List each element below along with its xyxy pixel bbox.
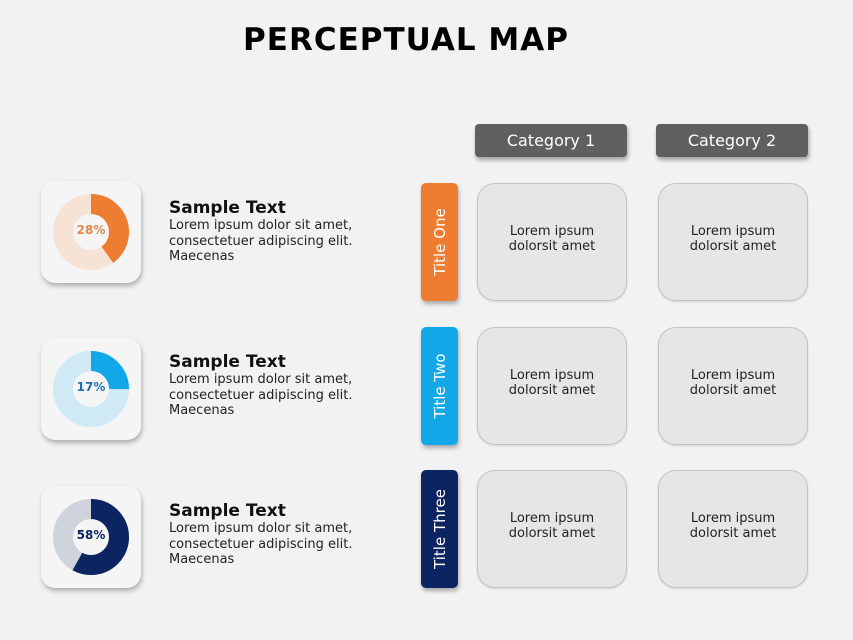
category-header-1: Category 1 <box>475 124 627 157</box>
cell-text-line: Lorem ipsum <box>690 368 776 383</box>
row-label-title-three: Title Three <box>421 470 458 588</box>
sample-body-line: Lorem ipsum dolor sit amet, <box>169 218 353 233</box>
cell-text-line: dolorsit amet <box>689 383 777 398</box>
cell-text-line: dolorsit amet <box>508 383 596 398</box>
sample-heading: Sample Text <box>169 198 286 218</box>
category-header-2: Category 2 <box>656 124 808 157</box>
page-title: PERCEPTUAL MAP <box>243 22 569 58</box>
donut-card-2: 17% <box>41 338 141 440</box>
cell-text-line: dolorsit amet <box>689 526 777 541</box>
donut-percent: 58% <box>76 528 106 542</box>
cell-text-line: dolorsit amet <box>508 526 596 541</box>
sample-body-line: consectetuer adipiscing elit. <box>169 233 353 249</box>
donut-chart-icon <box>53 351 129 427</box>
donut-card-3: 58% <box>41 486 141 588</box>
sample-body-line: Lorem ipsum dolor sit amet, <box>169 521 353 536</box>
donut-chart-icon <box>53 194 129 270</box>
sample-heading: Sample Text <box>169 501 286 521</box>
sample-body-line: consectetuer adipiscing elit. <box>169 536 353 552</box>
cell-text-line: Lorem ipsum <box>690 511 776 526</box>
sample-body-line: Maecenas <box>169 552 235 567</box>
sample-body-line: Maecenas <box>169 403 235 418</box>
sample-heading: Sample Text <box>169 352 286 372</box>
row-label-title-two: Title Two <box>421 327 458 445</box>
sample-text-block-2: Sample Text Lorem ipsum dolor sit amet, … <box>169 352 389 419</box>
cell-text-line: dolorsit amet <box>689 239 777 254</box>
row-label-text: Title One <box>430 208 449 276</box>
sample-body-line: consectetuer adipiscing elit. <box>169 387 353 403</box>
donut-percent: 28% <box>76 223 106 237</box>
sample-text-block-1: Sample Text Lorem ipsum dolor sit amet, … <box>169 198 389 265</box>
row-label-title-one: Title One <box>421 183 458 301</box>
cell-text-line: dolorsit amet <box>508 239 596 254</box>
cell-text-line: Lorem ipsum <box>509 511 595 526</box>
sample-body-line: Maecenas <box>169 249 235 264</box>
cell-text-line: Lorem ipsum <box>509 368 595 383</box>
row-label-text: Title Three <box>430 489 449 569</box>
row-label-text: Title Two <box>430 353 449 419</box>
sample-body-line: Lorem ipsum dolor sit amet, <box>169 372 353 387</box>
cell-text-line: Lorem ipsum <box>690 224 776 239</box>
donut-chart-icon <box>53 499 129 575</box>
donut-percent: 17% <box>76 380 106 394</box>
cell-text-line: Lorem ipsum <box>509 224 595 239</box>
sample-text-block-3: Sample Text Lorem ipsum dolor sit amet, … <box>169 501 389 568</box>
donut-card-1: 28% <box>41 181 141 283</box>
